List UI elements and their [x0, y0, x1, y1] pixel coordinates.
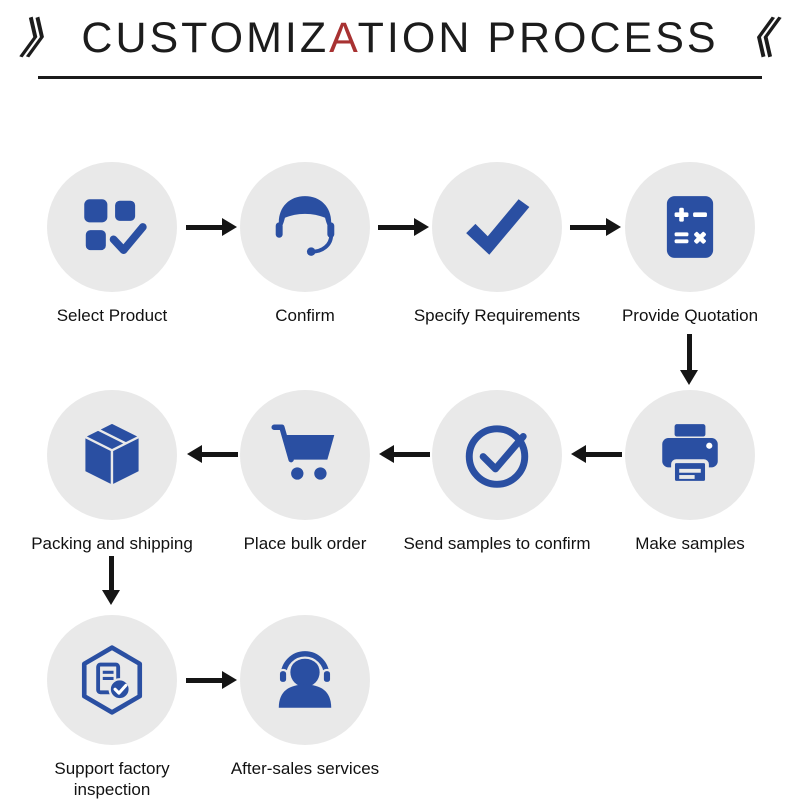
- step-label: Select Product: [56, 306, 168, 325]
- arrow-right-4: [186, 671, 237, 689]
- step-label: Support factory inspection: [54, 759, 170, 800]
- step-confirm: Confirm: [205, 162, 405, 326]
- step-label: Provide Quotation: [621, 306, 759, 325]
- checkmark-icon: [466, 199, 530, 255]
- arrow-left-2: [379, 445, 430, 463]
- step-packing-shipping: Packing and shipping: [12, 390, 212, 554]
- step-circle: [432, 390, 562, 520]
- calculator-icon: [666, 196, 714, 258]
- arrow-right-2: [378, 218, 429, 236]
- step-circle: [240, 162, 370, 292]
- right-chevron-icon: 《: [728, 14, 783, 62]
- inspection-shield-icon: [81, 645, 143, 715]
- step-label: Packing and shipping: [31, 534, 193, 553]
- step-provide-quotation: Provide Quotation: [590, 162, 790, 326]
- title-part-2: TION PROCESS: [357, 14, 719, 62]
- step-specify-requirements: Specify Requirements: [397, 162, 597, 326]
- step-circle: [432, 162, 562, 292]
- step-label: Specify Requirements: [413, 306, 581, 325]
- step-circle: [240, 390, 370, 520]
- step-circle: [240, 615, 370, 745]
- headset-support-icon: [277, 648, 333, 708]
- product-select-icon: [84, 199, 147, 254]
- cart-icon: [271, 424, 335, 480]
- step-after-sales: After-sales services: [205, 615, 405, 779]
- package-box-icon: [83, 421, 141, 487]
- arrow-down-1: [680, 334, 698, 385]
- step-label: Confirm: [275, 306, 335, 325]
- arrow-left-1: [571, 445, 622, 463]
- step-label: Place bulk order: [243, 534, 367, 553]
- title-part-1: CUSTOMIZ: [81, 14, 330, 62]
- arrow-left-3: [187, 445, 238, 463]
- step-circle: [47, 615, 177, 745]
- title-divider: [38, 76, 762, 79]
- step-label: Make samples: [635, 534, 745, 553]
- step-circle: [47, 162, 177, 292]
- printer-icon: [662, 424, 718, 485]
- step-circle: [47, 390, 177, 520]
- left-chevron-icon: 》: [17, 14, 72, 62]
- step-send-samples: Send samples to confirm: [397, 390, 597, 554]
- title-part-accent: A: [329, 14, 358, 62]
- arrow-right-1: [186, 218, 237, 236]
- circle-check-icon: [465, 425, 529, 488]
- step-circle: [625, 390, 755, 520]
- step-label: Send samples to confirm: [403, 534, 591, 553]
- step-make-samples: Make samples: [590, 390, 790, 554]
- page-title: 》 CUSTOMIZATION PROCESS 《: [0, 14, 800, 63]
- step-label: After-sales services: [230, 759, 380, 778]
- arrow-down-2: [102, 556, 120, 605]
- step-select-product: Select Product: [12, 162, 212, 326]
- customer-service-icon: [275, 196, 335, 256]
- arrow-right-3: [570, 218, 621, 236]
- step-place-bulk-order: Place bulk order: [205, 390, 405, 554]
- step-circle: [625, 162, 755, 292]
- title-text: CUSTOMIZATION PROCESS: [81, 14, 718, 63]
- step-factory-inspection: Support factory inspection: [27, 615, 197, 800]
